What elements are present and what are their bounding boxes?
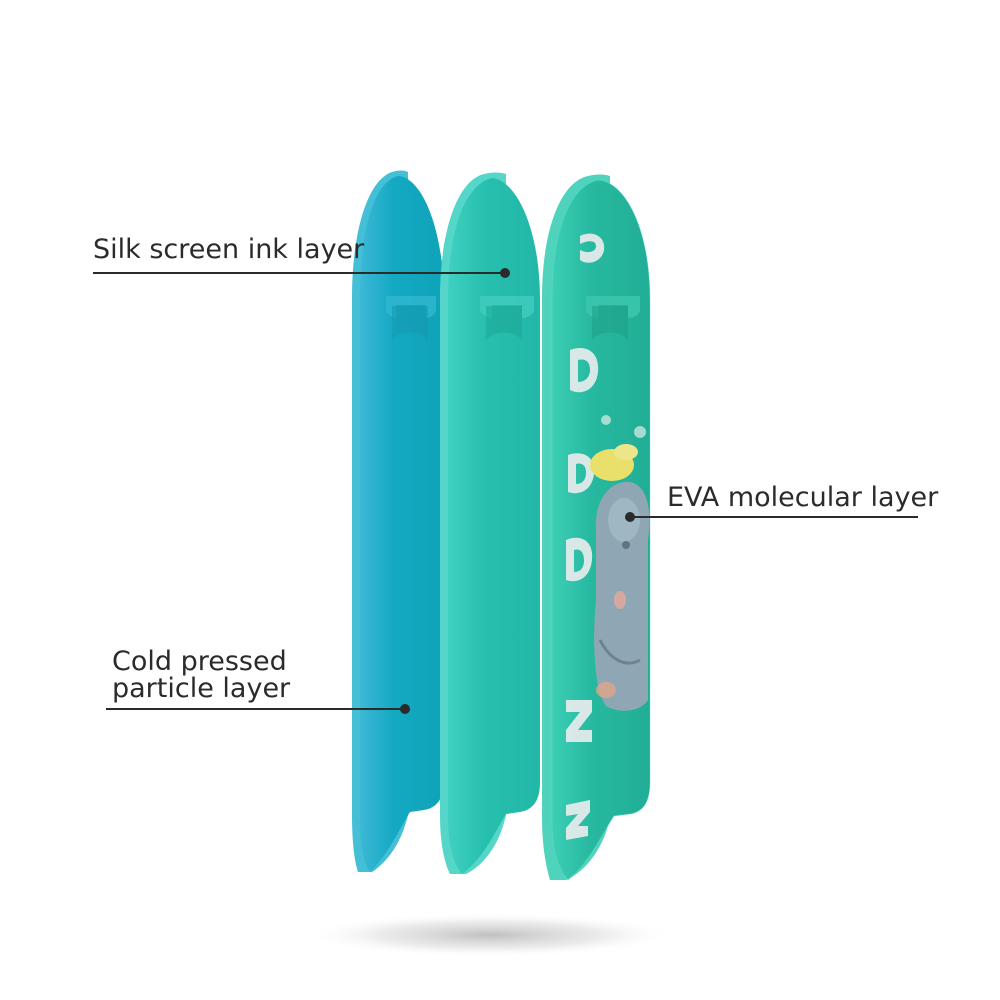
- callout-silk-screen: Silk screen ink layer: [93, 234, 510, 278]
- floor-shadow: [305, 913, 675, 957]
- elephant-illustration-icon: [590, 415, 650, 711]
- callout-eva: EVA molecular layer: [625, 482, 939, 522]
- label-eva: EVA molecular layer: [667, 482, 939, 513]
- label-cold-pressed-line1: Cold pressed: [112, 646, 287, 677]
- label-cold-pressed-line2: particle layer: [112, 673, 291, 704]
- leader-dot-cold-pressed: [400, 704, 410, 714]
- label-silk-screen: Silk screen ink layer: [93, 234, 365, 265]
- callout-cold-pressed: Cold pressed particle layer: [106, 646, 410, 714]
- board-cold-pressed: [352, 170, 444, 872]
- printed-lettering-graphic: [566, 233, 605, 840]
- leader-dot-silk-screen: [500, 268, 510, 278]
- leader-dot-eva: [625, 512, 635, 522]
- board-silk-screen: [440, 172, 540, 874]
- board-eva: [542, 174, 651, 881]
